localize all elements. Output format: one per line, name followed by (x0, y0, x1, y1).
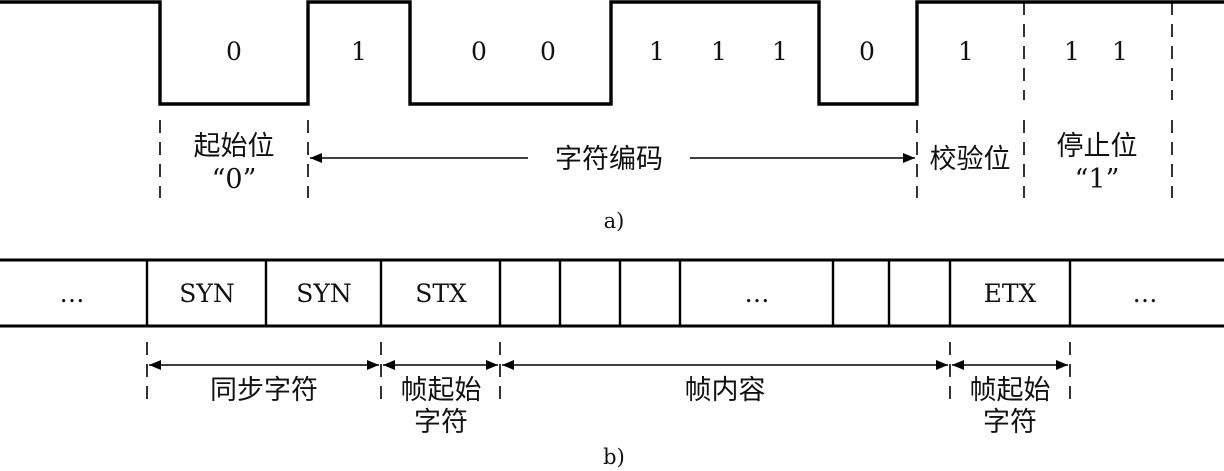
bit-label: 0 (471, 37, 487, 66)
bit-label: 1 (1064, 37, 1080, 66)
sync-chars-label: 同步字符 (210, 375, 318, 406)
stop-bit-value: “1” (1075, 164, 1120, 195)
frame-cell-label: STX (415, 279, 467, 308)
frame-start-label: 帧起始 (401, 375, 482, 406)
start-bit-label: 起始位 (194, 131, 275, 162)
parity-bit-label: 校验位 (930, 144, 1011, 175)
frame-cell-label: SYN (179, 279, 235, 308)
frame-cell-label: ETX (984, 279, 1037, 308)
bit-label: 1 (649, 37, 665, 66)
bit-label: 0 (540, 37, 556, 66)
sync-frame-section: … SYN SYN STX … ETX … 同步字符 帧起始 字符 帧内容 帧起… (0, 258, 1224, 469)
bit-label: 1 (711, 37, 727, 66)
frame-end-label: 帧起始 (970, 375, 1051, 406)
frame-start-label-2: 字符 (414, 407, 468, 438)
bit-label: 1 (1112, 37, 1128, 66)
frame-end-label-2: 字符 (983, 407, 1037, 438)
async-waveform-section: 0 1 0 0 1 1 1 0 1 1 1 起始位 “0” 字符编码 校验位 停… (0, 0, 1224, 233)
start-bit-value: “0” (212, 164, 257, 195)
bit-label: 1 (351, 37, 367, 66)
bit-label: 1 (772, 37, 788, 66)
signal-waveform (0, 0, 1224, 106)
frame-content-label: 帧内容 (685, 375, 766, 406)
bit-label: 0 (226, 37, 242, 66)
caption-a: a) (604, 209, 625, 233)
caption-b: b) (603, 445, 625, 469)
bit-label: 1 (958, 37, 974, 66)
bit-label: 0 (859, 37, 875, 66)
char-code-label: 字符编码 (555, 144, 663, 175)
stop-bit-label: 停止位 (1057, 131, 1138, 162)
frame-cell-label: … (60, 279, 85, 308)
frame-cell-label: … (745, 279, 770, 308)
frame-cell-label: SYN (296, 279, 352, 308)
frame-cell-label: … (1133, 279, 1158, 308)
